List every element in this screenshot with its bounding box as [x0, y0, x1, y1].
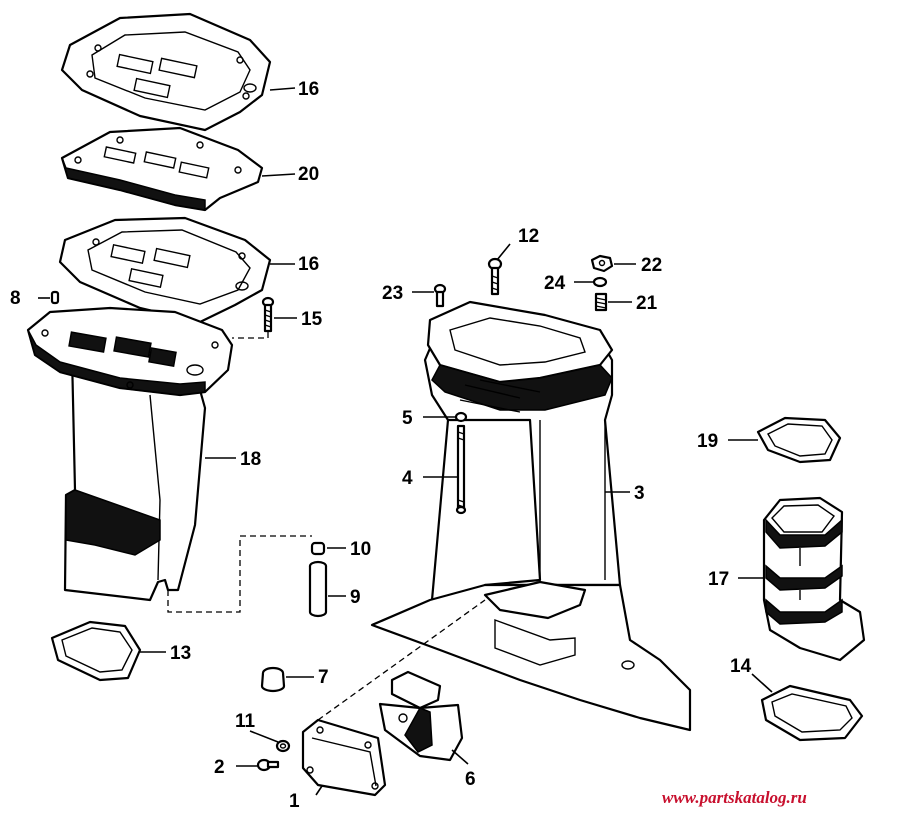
part-22-nut [590, 254, 614, 273]
callout-20: 20 [298, 164, 319, 185]
callout-12: 12 [518, 226, 539, 247]
callout-1: 1 [289, 791, 300, 812]
part-20-adapter-plate [60, 126, 264, 212]
callout-8: 8 [10, 288, 21, 309]
callout-17: 17 [708, 569, 729, 590]
callout-14: 14 [730, 656, 752, 677]
callout-9: 9 [350, 587, 361, 608]
callout-23: 23 [382, 283, 403, 304]
part-16-upper-gasket [60, 12, 272, 132]
callout-11: 11 [235, 711, 256, 732]
part-17-exhaust-tube [762, 496, 866, 662]
callout-7: 7 [318, 667, 329, 688]
part-5-washer [454, 411, 468, 423]
part-4-stud [455, 424, 467, 515]
callout-24: 24 [544, 273, 566, 294]
callout-10: 10 [350, 539, 371, 560]
watermark: www.partskatalog.ru [662, 788, 807, 807]
part-1-cover [301, 718, 387, 797]
part-12-bolt [487, 257, 503, 296]
callout-18: 18 [240, 449, 261, 470]
callout-5: 5 [402, 408, 413, 429]
dashed-leader-path [167, 535, 312, 613]
part-16-lower-gasket [58, 216, 272, 324]
callout-labels: 16 20 16 8 15 18 10 9 13 7 11 2 1 6 5 4 … [10, 79, 752, 812]
part-21-spring [594, 292, 608, 312]
part-15-bolt [261, 296, 275, 333]
part-19-seal [756, 416, 842, 464]
callout-4: 4 [402, 468, 413, 489]
part-11-washer [275, 739, 291, 753]
part-23-bolt [433, 283, 447, 308]
part-24-washer [592, 276, 608, 288]
part-3-driveshaft-housing [370, 300, 692, 732]
callout-19: 19 [697, 431, 718, 452]
callout-3: 3 [634, 483, 645, 504]
callout-21: 21 [636, 293, 658, 314]
callout-6: 6 [465, 769, 476, 790]
part-13-seal [50, 620, 142, 682]
part-6-mount [378, 670, 464, 762]
part-10-grommet [310, 541, 326, 556]
dashed-leader-bolt-15 [232, 332, 269, 339]
part-2-screw [256, 758, 280, 772]
callout-13: 13 [170, 643, 191, 664]
leader-lines [38, 87, 773, 796]
part-8-dowel-pin [50, 290, 60, 305]
callout-15: 15 [301, 309, 323, 330]
callout-16-lower: 16 [298, 254, 319, 275]
part-9-tube [308, 560, 328, 618]
callout-2: 2 [214, 757, 225, 778]
part-18-exhaust-housing [26, 306, 234, 602]
callout-22: 22 [641, 255, 662, 276]
part-14-gasket [760, 684, 864, 742]
part-7-cap [260, 666, 286, 693]
callout-16-upper: 16 [298, 79, 319, 100]
dashed-leader-cover [317, 599, 486, 721]
